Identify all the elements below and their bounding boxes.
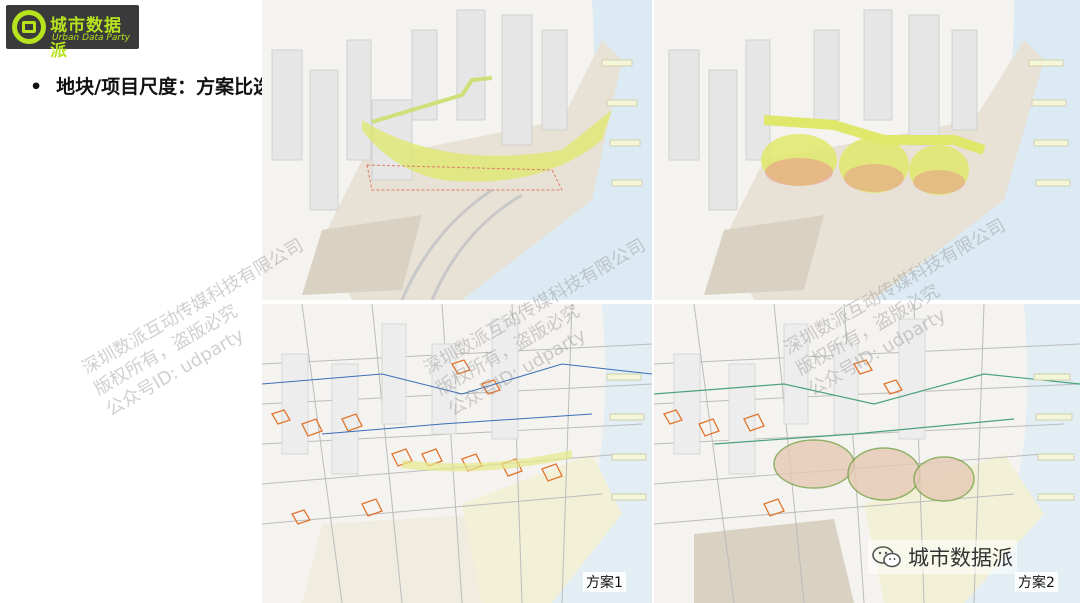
wechat-account-name: 城市数据派: [908, 546, 1013, 570]
logo-mark-icon: [12, 10, 46, 44]
plan1-network-image: [262, 304, 652, 603]
plan1-label: 方案1: [583, 572, 626, 592]
brand-name-en: Urban Data Party: [52, 33, 130, 43]
brand-logo: 城市数据派 Urban Data Party: [6, 5, 139, 61]
plan1-massing-image: [262, 0, 652, 300]
brand-name-cn: 城市数据派: [50, 16, 122, 61]
plan2-massing-image: [654, 0, 1080, 300]
heading-text: 地块/项目尺度：方案比选: [56, 76, 273, 98]
wechat-account-tag: 城市数据派: [868, 540, 1017, 574]
wechat-icon: [872, 546, 901, 568]
slide-heading: • 地块/项目尺度：方案比选: [30, 72, 272, 99]
bullet-icon: •: [30, 76, 43, 98]
plan2-label: 方案2: [1015, 572, 1058, 592]
